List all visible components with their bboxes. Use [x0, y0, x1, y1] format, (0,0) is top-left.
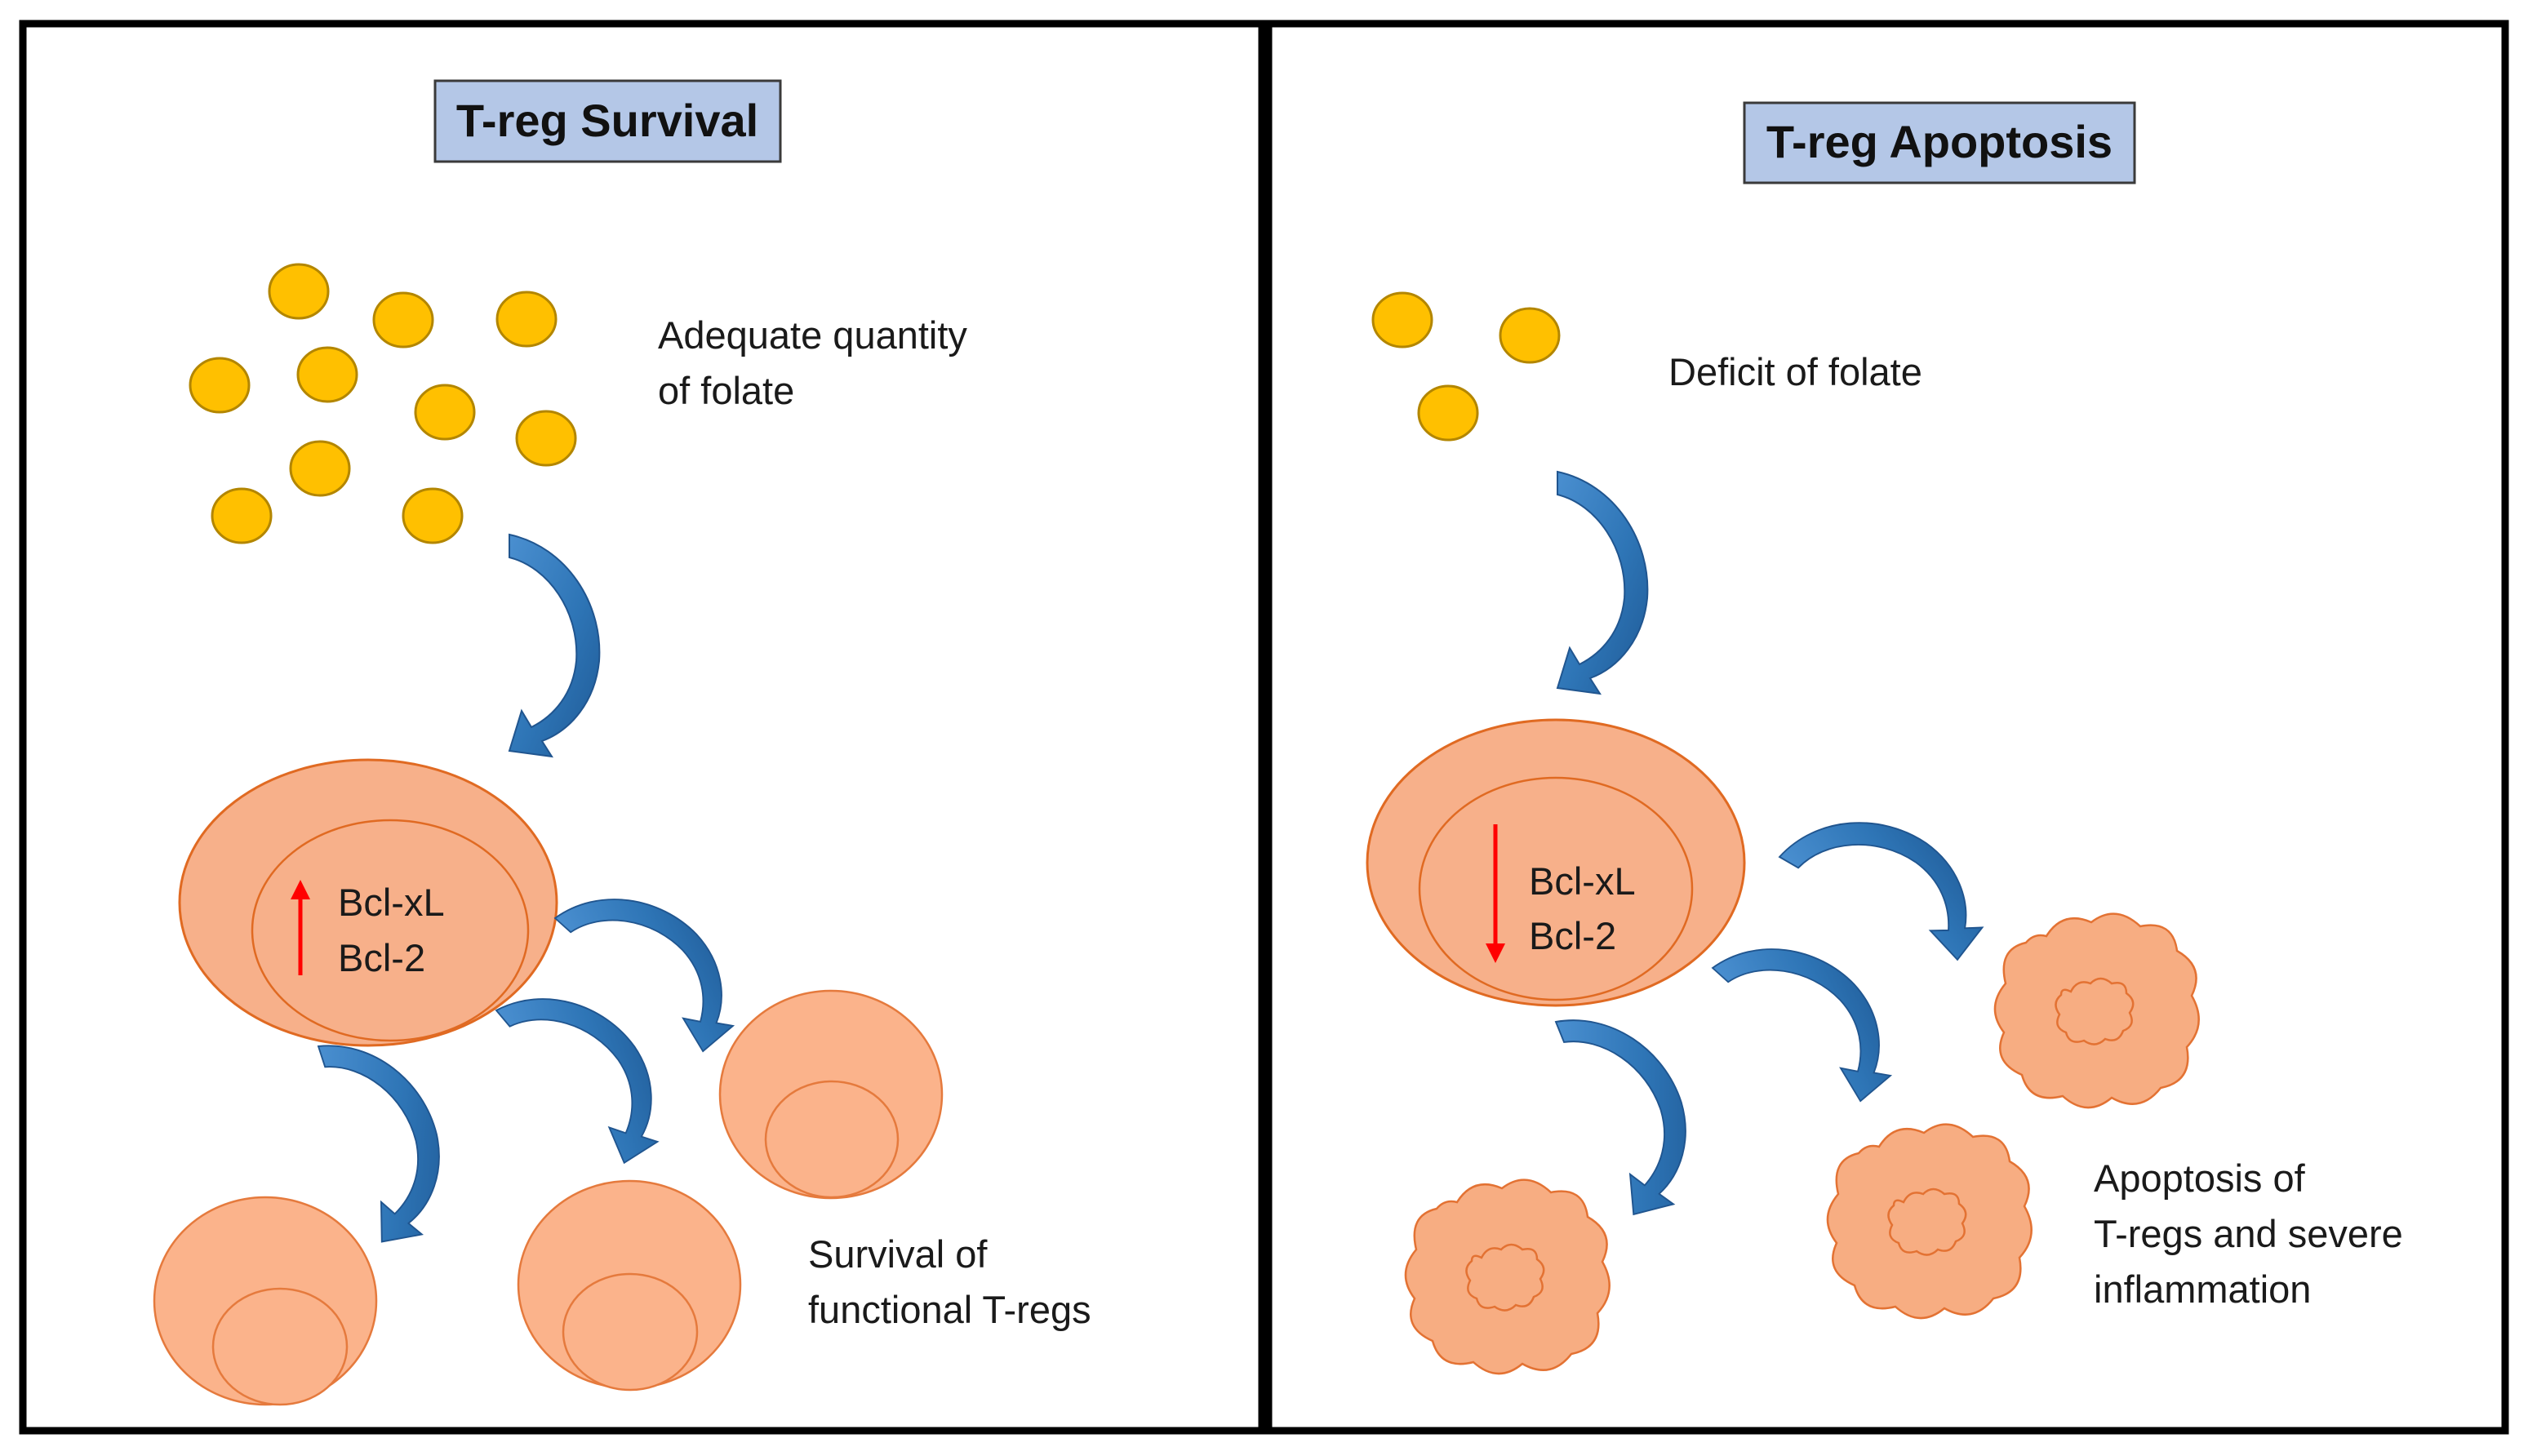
left-folate-cluster	[189, 263, 577, 544]
right-folate-cluster	[1371, 291, 1561, 442]
right-folate-label-line: Deficit of folate	[1668, 350, 1922, 393]
folate-molecule	[372, 291, 434, 348]
left-cell-markers: Bcl-xL Bcl-2	[338, 881, 454, 979]
cell-nucleus	[562, 1272, 699, 1392]
small-treg-cell	[153, 1196, 378, 1406]
folate-molecule	[211, 487, 273, 544]
left-folate-label-line: Adequate quantity	[658, 313, 967, 357]
right-main-cell: Bcl-xL Bcl-2	[1366, 718, 1746, 1007]
left-folate-label: Adequate quantity of folate	[658, 313, 978, 412]
right-folate-label: Deficit of folate	[1668, 350, 1922, 393]
right-title-box	[1743, 101, 2136, 184]
small-treg-cell	[517, 1179, 742, 1392]
left-title-box	[433, 79, 782, 163]
right-title-text: T-reg Apoptosis	[1766, 116, 2113, 167]
left-panel: T-reg Survival Adequate quantity of fola…	[19, 20, 1266, 1435]
folate-molecule	[402, 487, 464, 544]
folate-molecule	[1371, 291, 1433, 348]
small-treg-cell	[718, 989, 944, 1200]
right-cell-markers: Bcl-xL Bcl-2	[1529, 859, 1645, 957]
left-title-text: T-reg Survival	[456, 95, 758, 146]
cell-nucleus	[764, 1080, 900, 1199]
apoptotic-cell	[1826, 1123, 2033, 1320]
left-outcome-label-line: functional T-regs	[808, 1288, 1091, 1331]
folate-molecule	[289, 440, 351, 497]
folate-molecule	[1499, 307, 1561, 364]
marker-label: Bcl-2	[1529, 914, 1616, 957]
folate-molecule	[495, 291, 558, 348]
folate-molecule	[189, 357, 251, 414]
folate-molecule	[268, 263, 330, 320]
apoptotic-cell	[1993, 912, 2200, 1109]
left-main-cell: Bcl-xL Bcl-2	[178, 758, 558, 1047]
cell-nucleus	[211, 1287, 349, 1406]
folate-molecule	[1417, 384, 1479, 442]
cell-nucleus	[251, 819, 530, 1042]
folate-molecule	[296, 346, 358, 403]
right-outcome-label: Apoptosis of T-regs and severe inflammat…	[2094, 1156, 2414, 1311]
up-arrow-head	[291, 880, 310, 899]
folate-molecule	[414, 384, 476, 441]
marker-label: Bcl-2	[338, 936, 425, 979]
marker-label: Bcl-xL	[338, 881, 443, 924]
apoptotic-cell	[1404, 1179, 1611, 1375]
down-arrow-head	[1486, 943, 1505, 963]
folate-molecule	[515, 410, 577, 467]
right-title: T-reg Apoptosis	[1743, 101, 2136, 184]
left-outcome-label: Survival of functional T-regs	[808, 1232, 1091, 1331]
left-title: T-reg Survival	[433, 79, 782, 163]
right-outcome-label-line: inflammation	[2094, 1267, 2311, 1311]
right-panel: T-reg Apoptosis Deficit of folate Bcl-xL…	[1264, 20, 2509, 1435]
right-outcome-label-line: Apoptosis of	[2094, 1156, 2306, 1200]
left-outcome-label-line: Survival of	[808, 1232, 988, 1276]
right-outcome-label-line: T-regs and severe	[2094, 1212, 2403, 1255]
marker-label: Bcl-xL	[1529, 859, 1634, 903]
left-folate-label-line: of folate	[658, 369, 794, 412]
